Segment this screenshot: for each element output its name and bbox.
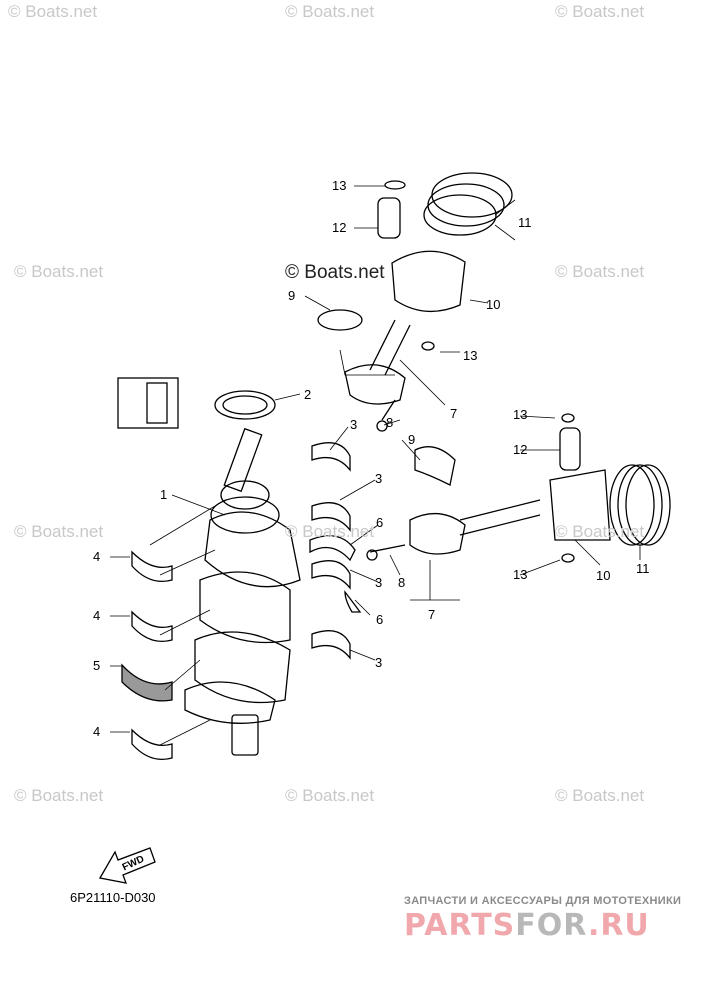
watermark: © Boats.net <box>8 2 98 21</box>
callout[interactable]: 11 <box>518 215 532 230</box>
leader-lines <box>110 185 641 746</box>
logo-part2: FOR <box>515 908 588 943</box>
watermark: © Boats.net <box>555 2 645 21</box>
footer-tagline: ЗАПЧАСТИ И АКСЕССУАРЫ ДЛЯ МОТОТЕХНИКИ <box>404 895 682 907</box>
watermark: © Boats.net <box>555 262 645 281</box>
watermark: © Boats.net <box>555 786 645 805</box>
callout[interactable]: 3 <box>375 655 383 670</box>
watermark: © Boats.net <box>14 262 104 281</box>
callout[interactable]: 9 <box>408 432 416 447</box>
callout[interactable]: 5 <box>93 658 101 673</box>
watermark: © Boats.net <box>14 786 104 805</box>
callout[interactable]: 6 <box>376 515 384 530</box>
callout[interactable]: 2 <box>304 387 312 402</box>
callout[interactable]: 9 <box>288 288 296 303</box>
watermark: © Boats.net <box>285 786 375 805</box>
callout[interactable]: 7 <box>450 406 458 421</box>
callout[interactable]: 7 <box>428 607 436 622</box>
watermark: © Boats.net <box>285 522 375 541</box>
crankshaft[interactable] <box>184 427 301 756</box>
callout[interactable]: 12 <box>513 442 528 457</box>
watermark: © Boats.net <box>285 2 375 21</box>
oil-seal[interactable] <box>117 377 276 429</box>
callout[interactable]: 8 <box>398 575 406 590</box>
callout[interactable]: 13 <box>332 178 347 193</box>
lower-piston-assembly[interactable] <box>366 413 671 563</box>
callout[interactable]: 13 <box>513 407 528 422</box>
watermark: © Boats.net <box>555 522 645 541</box>
callout[interactable]: 4 <box>93 724 101 739</box>
main-bearings[interactable] <box>121 550 173 761</box>
watermark: © Boats.net <box>14 522 104 541</box>
callout[interactable]: 4 <box>93 608 101 623</box>
callout[interactable]: 13 <box>513 567 528 582</box>
watermark: © Boats.net <box>285 262 385 283</box>
callout[interactable]: 8 <box>386 415 394 430</box>
callout[interactable]: 6 <box>376 612 384 627</box>
partsfor-logo: PARTSFOR.RU <box>404 908 650 943</box>
callout[interactable]: 4 <box>93 549 101 564</box>
upper-piston-assembly[interactable] <box>317 172 513 432</box>
callout[interactable]: 1 <box>160 487 168 502</box>
callout[interactable]: 3 <box>375 575 383 590</box>
callout[interactable]: 12 <box>332 220 347 235</box>
diagram-code: 6P21110-D030 <box>70 890 156 905</box>
logo-part3: .RU <box>587 908 650 943</box>
callout[interactable]: 3 <box>375 471 383 486</box>
crank-bearings[interactable] <box>309 442 362 660</box>
callout[interactable]: 10 <box>596 568 611 583</box>
callout[interactable]: 10 <box>486 297 501 312</box>
fwd-arrow-icon <box>98 847 156 884</box>
callout[interactable]: 13 <box>463 348 478 363</box>
logo-part1: PARTS <box>404 908 516 943</box>
callout[interactable]: 11 <box>636 561 650 576</box>
callout[interactable]: 3 <box>350 417 358 432</box>
